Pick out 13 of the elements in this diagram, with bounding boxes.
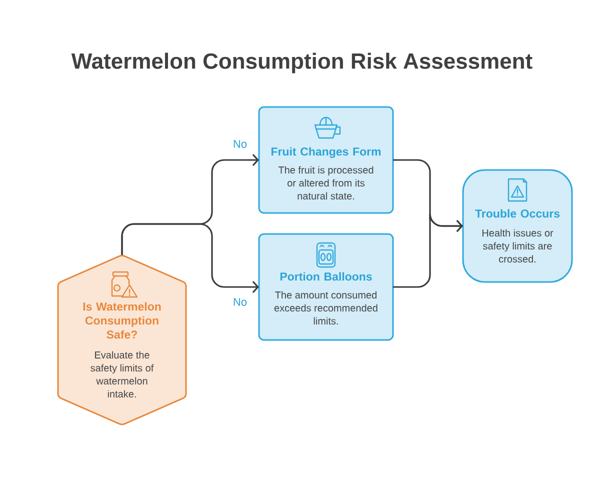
arrow: [121, 223, 259, 294]
edge-label: No: [231, 296, 249, 308]
node-text: The fruit is processed or altered from its natural state.: [278, 166, 374, 200]
title: Watermelon Consumption Risk Assessment: [71, 52, 532, 74]
edge-label: No: [231, 138, 249, 150]
node-text: The amount consumed exceeds recommended limits.: [274, 291, 378, 325]
node-heading: Trouble Occurs: [475, 209, 560, 218]
node-text: Evaluate the safety limits of watermelon intake.: [90, 351, 154, 398]
node-heading: Portion Balloons: [280, 272, 372, 281]
node-heading: Is Watermelon Consumption Safe?: [83, 302, 161, 339]
node-text: Health issues or safety limits are crossed.: [482, 229, 554, 263]
node-heading: Fruit Changes Form: [272, 147, 381, 158]
arrow: [393, 213, 463, 288]
